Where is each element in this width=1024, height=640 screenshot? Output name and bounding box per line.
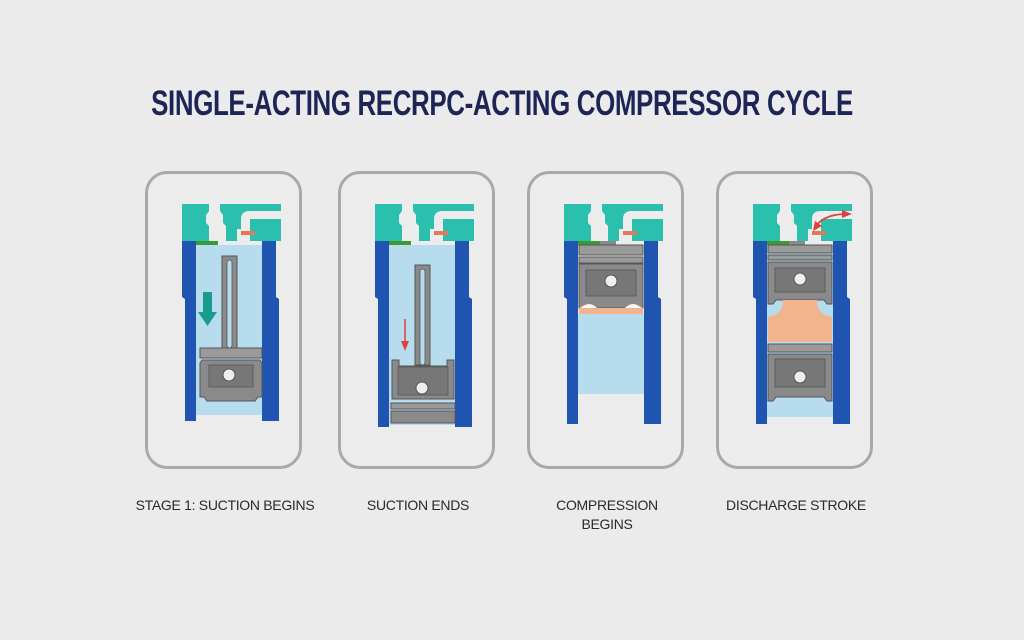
valve-seat — [789, 241, 805, 245]
cylinder-head — [375, 204, 474, 241]
stage-panel-4 — [716, 171, 873, 469]
stage-4-caption: DISCHARGE STROKE — [726, 497, 866, 513]
cylinder-wall-left — [375, 241, 389, 427]
teal-down-arrow-icon — [198, 292, 217, 326]
piston — [199, 347, 263, 402]
cylinder-wall-right — [455, 241, 472, 427]
stage-3-caption: COMPRESSION BEGINS — [556, 497, 658, 532]
gas-chamber — [578, 314, 644, 394]
discharge-valve — [241, 231, 255, 235]
red-down-arrow-icon — [401, 319, 409, 351]
stage-1-diagram — [182, 204, 281, 421]
piston — [578, 244, 644, 309]
cylinder-head — [182, 204, 281, 241]
stage-3-diagram — [564, 204, 663, 424]
suction-valve — [578, 241, 600, 245]
cylinder-head — [564, 204, 663, 241]
stage-panel-3 — [527, 171, 684, 469]
cylinder-wall-left — [564, 241, 578, 424]
connecting-rod — [414, 264, 431, 366]
cylinder-wall-right — [833, 241, 850, 424]
diagram-title: SINGLE-ACTING RECRPC-ACTING COMPRESSOR C… — [151, 84, 853, 123]
cylinder-wall-right — [644, 241, 661, 424]
red-discharge-arrow-icon — [813, 210, 852, 231]
stage-2-diagram — [375, 204, 474, 427]
discharge-valve — [434, 231, 448, 235]
discharge-valve — [812, 231, 826, 235]
stage-1-caption: STAGE 1: SUCTION BEGINS — [135, 497, 315, 513]
upper-piston — [767, 244, 833, 305]
compressed-gas — [768, 300, 832, 342]
discharge-valve — [623, 231, 637, 235]
suction-valve — [389, 241, 411, 245]
cylinder-wall-right — [262, 241, 279, 421]
stage-2-caption: SUCTION ENDS — [366, 497, 470, 513]
piston — [390, 359, 456, 424]
connecting-rod — [221, 255, 238, 349]
suction-valve — [767, 241, 789, 245]
lower-piston — [767, 343, 833, 402]
cylinder-wall-left — [182, 241, 196, 421]
suction-valve — [196, 241, 218, 245]
stage-panel-2 — [338, 171, 495, 469]
stage-panel-1 — [145, 171, 302, 469]
stage-4-diagram — [753, 204, 852, 424]
cylinder-wall-left — [753, 241, 767, 424]
cylinder-head — [753, 204, 852, 241]
valve-seat — [600, 241, 616, 245]
